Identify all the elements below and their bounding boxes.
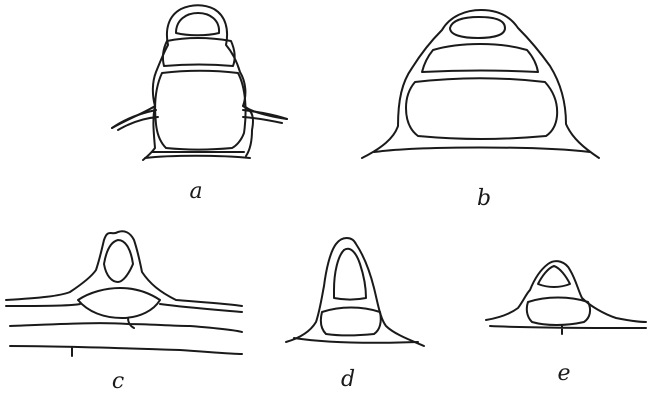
- figure-b-middle-cell: [422, 44, 538, 72]
- figure-e-lower-cell: [527, 298, 590, 326]
- figure-d-top-cell: [334, 249, 366, 300]
- figure-d-base-wall: [294, 338, 418, 343]
- figure-c-upper-wall: [6, 304, 242, 312]
- figure-b-top-cell: [450, 17, 505, 38]
- label-c: c: [112, 369, 124, 394]
- figure-b-outer-wall: [362, 10, 599, 158]
- figure-a: a: [112, 5, 287, 204]
- figure-c-lower-wall-bottom: [10, 346, 242, 354]
- figure-e: e: [486, 261, 646, 386]
- figure-a-middle-cell: [163, 38, 235, 66]
- figure-a-top-cell: [176, 13, 219, 35]
- figure-d: d: [286, 238, 424, 392]
- figure-d-lower-cell: [321, 308, 381, 336]
- figure-c-top-cell: [104, 240, 133, 282]
- figure-b: b: [362, 10, 599, 211]
- figure-a-base-wall: [145, 152, 250, 158]
- label-e: e: [557, 361, 570, 386]
- figure-b-bottom-cell: [406, 78, 557, 139]
- label-b: b: [477, 186, 491, 211]
- figure-a-bottom-cell: [155, 71, 245, 150]
- figure-b-base-wall: [374, 148, 590, 153]
- figure-e-base-wall: [490, 326, 646, 334]
- label-d: d: [341, 367, 355, 392]
- figure-e-outer-wall: [486, 261, 646, 322]
- figure-c: c: [6, 231, 242, 394]
- figure-a-outer-wall: [112, 5, 287, 128]
- figure-a-left-wall: [112, 110, 158, 130]
- figure-c-lower-wall-top: [10, 323, 242, 332]
- figure-c-lower-cell: [78, 288, 160, 318]
- label-a: a: [189, 179, 202, 204]
